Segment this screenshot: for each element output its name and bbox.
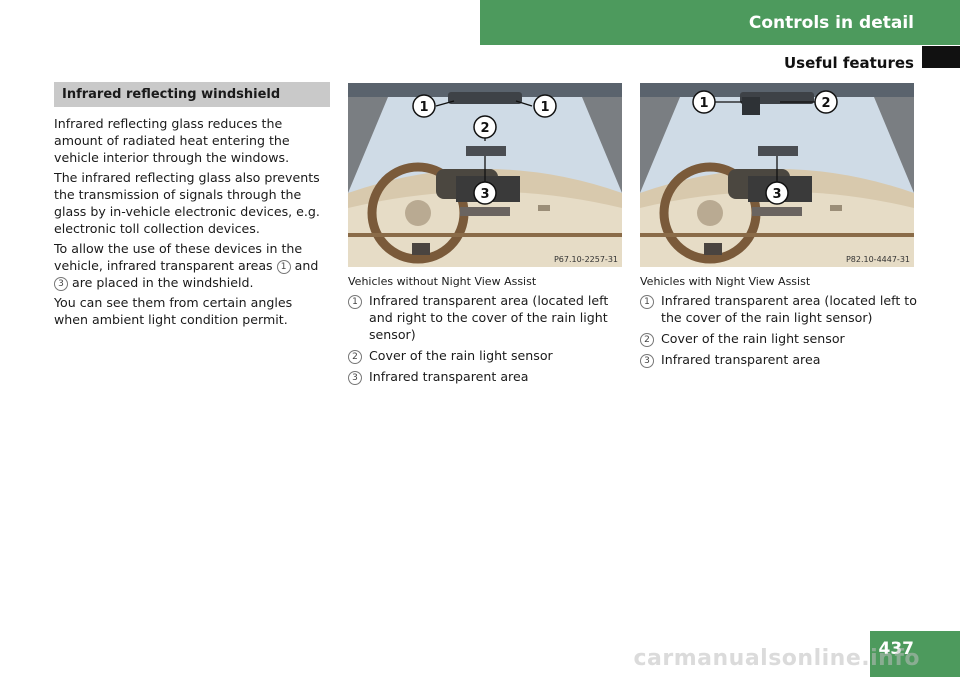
callout-1-right: 1 — [533, 94, 557, 118]
watermark: carmanualsonline.info — [633, 646, 920, 671]
svg-text:1: 1 — [699, 96, 708, 111]
callout-3: 3 — [765, 181, 789, 205]
callout-2: 2 — [473, 115, 497, 139]
figure-with-night-view: 1 2 3 P82.10-4447-31 — [640, 83, 914, 267]
header-marker — [922, 46, 960, 68]
page-number: 437 — [878, 639, 915, 659]
left-column: Infrared reflecting windshield Infrared … — [54, 82, 330, 331]
svg-text:1: 1 — [419, 100, 428, 115]
page-number-box: 437 — [870, 631, 960, 677]
figure-code: P67.10-2257-31 — [554, 255, 618, 264]
svg-text:1: 1 — [540, 100, 549, 115]
section-heading: Infrared reflecting windshield — [54, 82, 330, 107]
paragraph-3: To allow the use of these devices in the… — [54, 241, 319, 291]
section-title: Useful features — [783, 54, 914, 72]
callout-3-ref: 3 — [54, 277, 68, 291]
svg-text:3: 3 — [480, 187, 489, 202]
svg-text:2: 2 — [480, 121, 489, 136]
figure-2-caption: Vehicles with Night View Assist — [640, 275, 811, 288]
figure-without-night-view: 1 2 1 3 P67.10-2257-31 — [348, 83, 622, 267]
paragraph-2: The infrared reflecting glass also preve… — [54, 170, 320, 236]
callout-1-ref: 1 — [276, 260, 291, 274]
paragraph-1: Infrared reflecting glass reduces the am… — [54, 116, 290, 165]
svg-text:2: 2 — [821, 96, 830, 111]
figure-1-caption: Vehicles without Night View Assist — [348, 275, 537, 288]
chapter-title: Controls in detail — [748, 12, 914, 33]
callout-2: 2 — [814, 90, 838, 114]
paragraph-4: You can see them from certain angles whe… — [54, 295, 293, 327]
callout-1-left: 1 — [412, 94, 436, 118]
chapter-header: Controls in detail — [480, 0, 960, 45]
callout-1: 1 — [692, 90, 716, 114]
svg-text:3: 3 — [772, 187, 781, 202]
callout-3: 3 — [473, 181, 497, 205]
figure-code: P82.10-4447-31 — [846, 255, 910, 264]
